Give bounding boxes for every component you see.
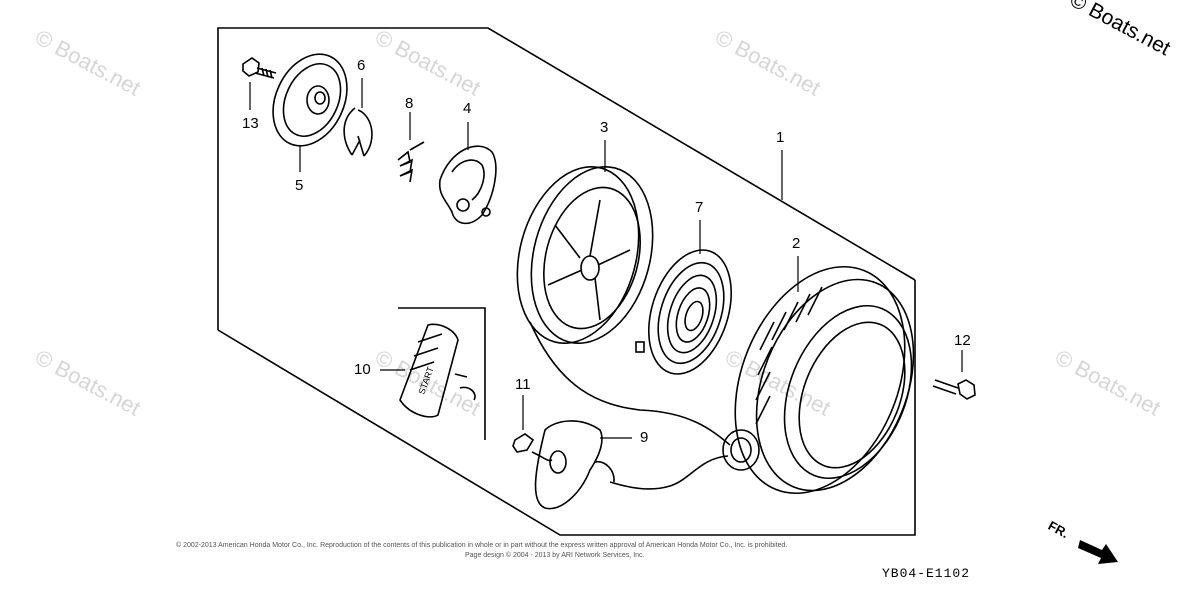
starter-rope: [529, 321, 731, 446]
callout-2: 2: [792, 235, 801, 252]
front-direction-arrow: [1078, 540, 1118, 564]
bolt-13: [242, 57, 277, 79]
assembly-outline: [217, 27, 916, 330]
clip-6: [343, 107, 373, 157]
callout-6: 6: [357, 57, 366, 74]
callout-9: 9: [640, 429, 649, 446]
ratchet-4: [438, 145, 497, 225]
callout-3: 3: [600, 119, 609, 136]
callout-5: 5: [295, 177, 304, 194]
rope-end-11: [512, 433, 553, 462]
callout-13: 13: [242, 115, 259, 132]
grip-9: [534, 420, 615, 510]
callout-11: 11: [515, 376, 531, 393]
callout-4: 4: [463, 100, 472, 117]
callout-7: 7: [695, 199, 704, 216]
callout-1: 1: [776, 129, 785, 146]
reel-pulley-3: [516, 165, 654, 345]
spring-8: [397, 141, 425, 183]
copyright-fineprint: © 2002-2013 American Honda Motor Co., In…: [176, 542, 788, 549]
handle-10: [399, 323, 476, 418]
drive-plate-5: [272, 53, 348, 147]
starter-case-2: [722, 265, 915, 495]
callout-12: 12: [954, 332, 971, 349]
callout-8: 8: [405, 95, 414, 112]
handle-start-text: START: [416, 365, 435, 396]
page-design-fineprint: Page design © 2004 - 2013 by ARI Network…: [465, 552, 645, 559]
bolt-12: [932, 379, 976, 400]
handle-outline: [398, 307, 486, 440]
recoil-spring-7: [635, 249, 732, 375]
diagram-code: YB04-E1102: [882, 566, 971, 581]
callout-10: 10: [354, 361, 371, 378]
